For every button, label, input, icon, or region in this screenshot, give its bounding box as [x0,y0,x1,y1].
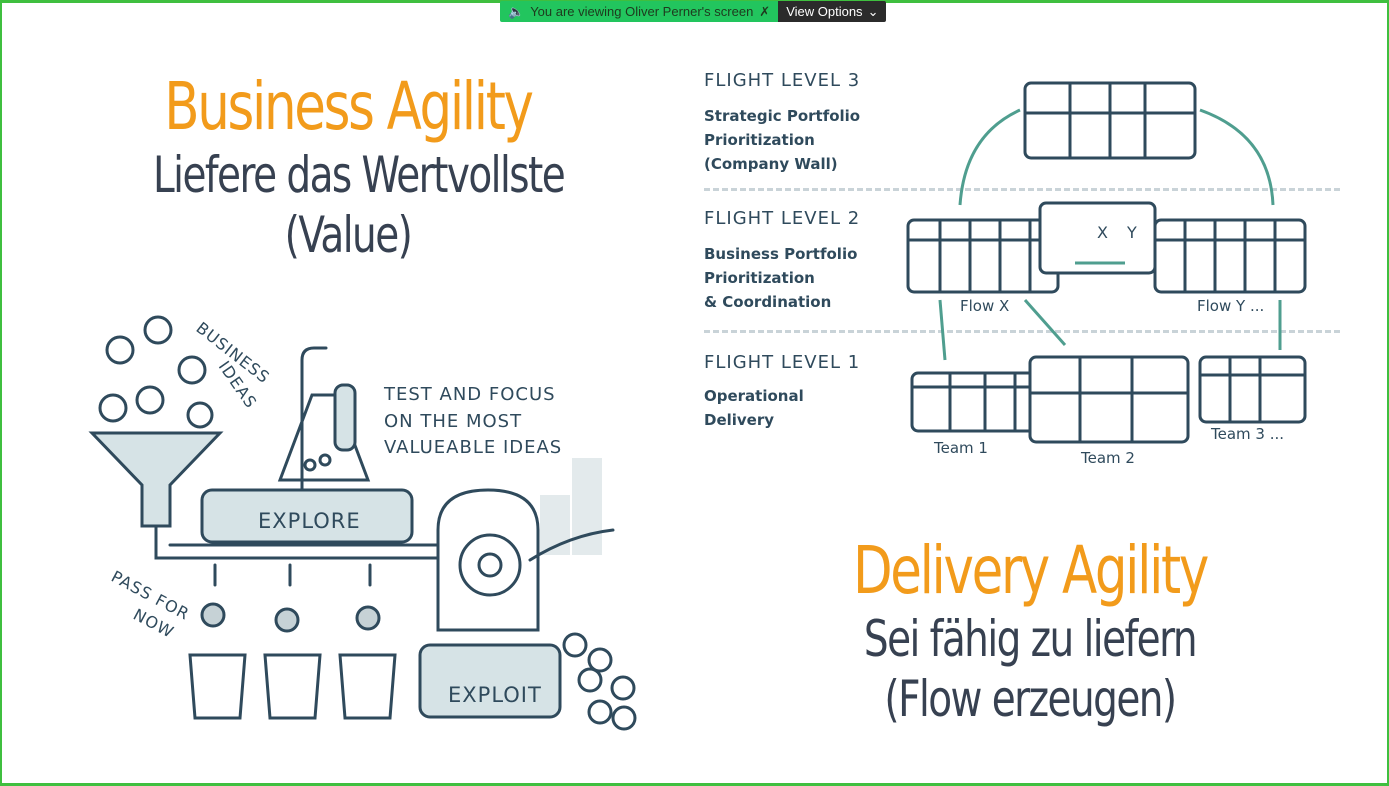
team-3-label: Team 3 ... [1211,425,1285,443]
share-status: 🔈 You are viewing Oliver Perner's screen… [500,1,779,22]
delivery-agility-block: Delivery Agility Sei fähig zu liefern (F… [780,532,1280,729]
flight-level-2-title: FLIGHT LEVEL 2 [704,208,861,229]
board-y-label: Y [1126,223,1137,242]
flight-level-3-title: FLIGHT LEVEL 3 [704,70,861,91]
delivery-agility-subtitle-1: Sei fähig zu liefern [863,610,1198,668]
flight-level-1-desc: Operational Delivery [704,387,804,429]
flight-level-3-desc: Strategic Portfolio Prioritization (Comp… [704,107,861,173]
flight-levels-boards: X Y [906,81,1307,444]
euro-coin-icon [562,632,637,731]
team-1-label: Team 1 [934,439,988,457]
view-options-button[interactable]: View Options ⌄ [778,1,887,22]
test-focus-line-1: TEST AND FOCUS [383,384,556,405]
speaker-icon: 🔈 [508,3,525,19]
business-agility-title: Business Agility [164,68,534,145]
delivery-agility-title: Delivery Agility [852,532,1209,609]
flow-y-label: Flow Y ... [1197,297,1265,315]
pin-icon[interactable]: ✗ [759,3,771,19]
chevron-down-icon: ⌄ [867,3,879,19]
business-agility-block: Business Agility Liefere das Wertvollste… [98,68,598,265]
business-agility-subtitle-1: Liefere das Wertvollste [153,146,566,204]
flight-level-1-title: FLIGHT LEVEL 1 [704,352,861,373]
trash-icon [188,653,397,720]
delivery-agility-subtitle-2: (Flow erzeugen) [884,670,1177,728]
view-options-label: View Options [786,4,863,19]
board-x-label: X [1097,223,1108,242]
idea-funnel-illustration: BUSINESS IDEAS TEST AND FOCUS ON THE MOS… [88,315,637,731]
explore-label: EXPLORE [258,509,361,533]
test-focus-line-3: VALUEABLE IDEAS [384,437,562,458]
share-message: You are viewing Oliver Perner's screen [530,4,754,19]
business-agility-subtitle-2: (Value) [284,206,413,264]
exploit-label: EXPLOIT [448,683,542,707]
team-2-label: Team 2 [1081,449,1135,467]
level-divider [704,188,1340,191]
flow-x-label: Flow X [960,297,1010,315]
screen-share-bar: 🔈 You are viewing Oliver Perner's screen… [500,1,887,22]
test-focus-line-2: ON THE MOST [384,411,522,432]
flight-level-2-desc: Business Portfolio Prioritization & Coor… [704,245,858,311]
lightbulb-icon [98,315,214,429]
level-divider [704,330,1340,333]
